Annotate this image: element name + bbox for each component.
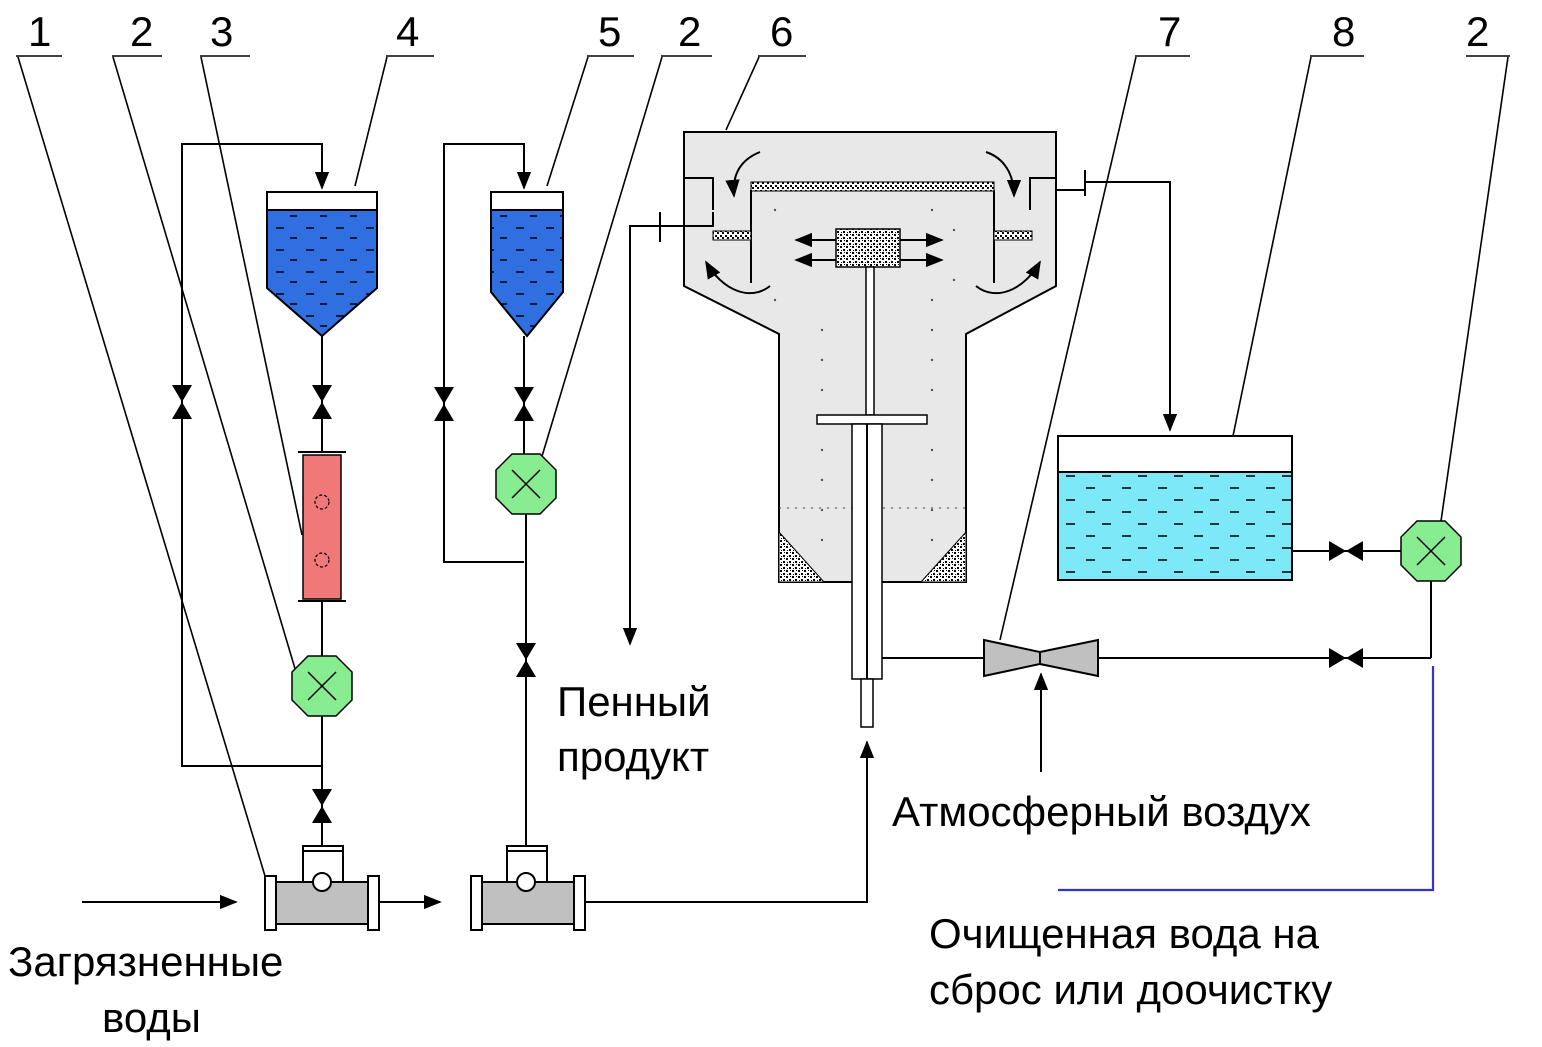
rotameter-3 <box>298 451 346 602</box>
inlet-pipeline <box>82 740 875 931</box>
label-1: 1 <box>28 8 51 55</box>
reagent-tank-5 <box>490 191 564 338</box>
label-5: 5 <box>598 8 621 55</box>
clean-water-discharge-line <box>1058 666 1435 892</box>
clean-water-caption-line1: Очищенная вода на <box>929 910 1320 957</box>
recycle-pump[interactable] <box>1400 520 1462 582</box>
clean-water-caption-line2: сброс или доочистку <box>929 966 1332 1013</box>
tank-5-valve[interactable] <box>514 387 534 421</box>
foam-product-caption-line1: Пенный <box>557 678 711 725</box>
label-6: 6 <box>770 8 793 55</box>
bypass-valve-1[interactable] <box>172 385 192 419</box>
reagent-line-1 <box>172 143 378 848</box>
label-2a: 2 <box>130 8 153 55</box>
tank-8-outlet-valve[interactable] <box>1329 541 1363 561</box>
dosing-valve-1[interactable] <box>312 789 332 823</box>
clean-water-tank-8 <box>1057 435 1293 581</box>
mixer-1 <box>264 845 380 931</box>
dosing-valve-2[interactable] <box>516 643 536 677</box>
dosing-pump-2[interactable] <box>495 453 557 515</box>
label-3: 3 <box>210 8 233 55</box>
label-4: 4 <box>396 8 419 55</box>
reagent-line-2 <box>434 143 564 848</box>
dirty-water-caption-line2: воды <box>102 994 201 1041</box>
dosing-pump-1[interactable] <box>291 655 353 717</box>
recycle-valve[interactable] <box>1329 648 1363 668</box>
mixer-2 <box>470 845 586 931</box>
flotation-column-6 <box>622 131 1178 728</box>
number-labels: 1 2 3 4 5 2 6 7 8 2 <box>16 8 1510 877</box>
foam-product-caption-line2: продукт <box>557 733 709 780</box>
label-7: 7 <box>1158 8 1181 55</box>
ejector-7 <box>983 638 1099 678</box>
label-2c: 2 <box>1466 8 1489 55</box>
bypass-valve-2[interactable] <box>434 387 454 421</box>
tank-4-valve[interactable] <box>312 385 332 419</box>
atmospheric-air-caption: Атмосферный воздух <box>892 788 1311 835</box>
dirty-water-caption-line1: Загрязненные <box>8 938 283 985</box>
label-8: 8 <box>1332 8 1355 55</box>
reagent-tank-4 <box>266 191 378 338</box>
label-2b: 2 <box>678 8 701 55</box>
